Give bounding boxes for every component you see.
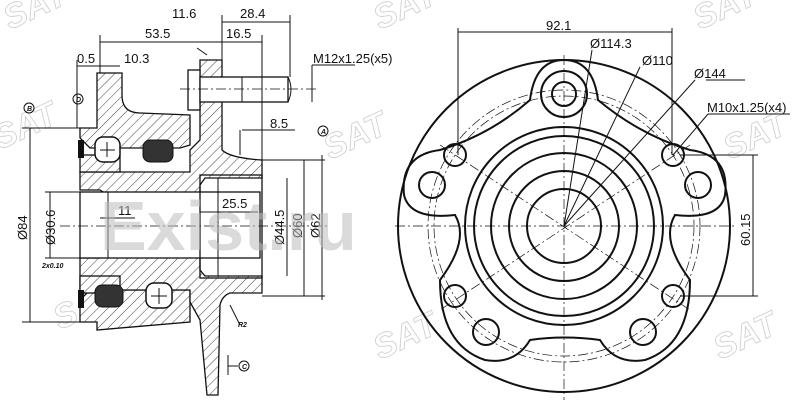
stud-thread-label: M12x1.25(x5) bbox=[313, 51, 392, 66]
svg-text:SAT: SAT bbox=[687, 0, 765, 37]
dia-44-5: Ø44.5 bbox=[272, 210, 287, 245]
dim-11-6: 11.6 bbox=[172, 6, 196, 21]
svg-text:SAT: SAT bbox=[367, 304, 445, 367]
side-section-view: 11.6 28.4 53.5 16.5 0.5 10.3 M12x1.25(x5… bbox=[15, 6, 392, 396]
front-view: 92.1 Ø114.3 Ø110 Ø144 M10x1.25(x4) 60.15 bbox=[395, 18, 790, 400]
wheel-stud bbox=[180, 69, 318, 111]
datum-c: C bbox=[242, 364, 248, 371]
svg-text:SAT: SAT bbox=[367, 0, 445, 37]
dim-25-5: 25.5 bbox=[222, 196, 247, 211]
datum-markers: A B C D bbox=[23, 93, 329, 372]
datum-d: D bbox=[76, 97, 81, 104]
datum-b: B bbox=[27, 106, 32, 113]
dia-114-3: Ø114.3 bbox=[590, 36, 632, 51]
mount-thread-label: M10x1.25(x4) bbox=[707, 100, 786, 115]
dim-0-5: 0.5 bbox=[77, 51, 95, 66]
dia-30-6: Ø30.6 bbox=[43, 210, 58, 245]
chamfer-label: 2x0.10 bbox=[41, 263, 64, 270]
dim-92-1: 92.1 bbox=[546, 18, 571, 33]
svg-text:SAT: SAT bbox=[0, 0, 76, 37]
radius-label: R2 bbox=[238, 322, 247, 329]
dim-53-5: 53.5 bbox=[145, 26, 170, 41]
dim-28-4: 28.4 bbox=[240, 6, 265, 21]
dia-60: Ø60 bbox=[290, 213, 305, 238]
bearing-balls bbox=[78, 136, 174, 309]
dim-8-5: 8.5 bbox=[270, 116, 288, 131]
dim-10-3: 10.3 bbox=[124, 51, 149, 66]
dim-11: 11 bbox=[118, 203, 132, 218]
svg-text:SAT: SAT bbox=[707, 304, 785, 367]
side-dimension-lines bbox=[22, 15, 355, 375]
dia-84: Ø84 bbox=[15, 215, 30, 240]
watermark-text: Exist.ru bbox=[100, 187, 357, 265]
dia-144: Ø144 bbox=[694, 66, 726, 81]
front-dimension-lines bbox=[457, 28, 790, 297]
dim-16-5: 16.5 bbox=[226, 26, 251, 41]
dia-110: Ø110 bbox=[642, 53, 673, 68]
mount-holes bbox=[443, 143, 685, 308]
datum-a: A bbox=[320, 129, 326, 136]
dia-62: Ø62 bbox=[308, 213, 323, 238]
svg-text:SAT: SAT bbox=[317, 104, 395, 167]
svg-text:SAT: SAT bbox=[0, 94, 66, 157]
dim-60-15: 60.15 bbox=[738, 213, 753, 246]
